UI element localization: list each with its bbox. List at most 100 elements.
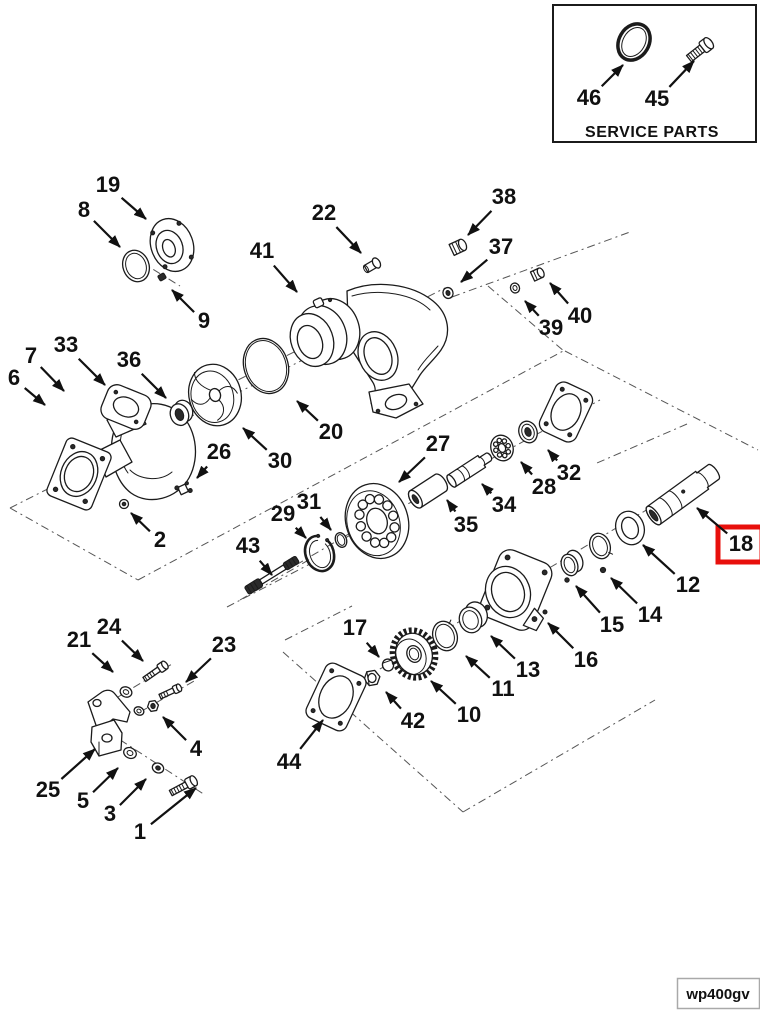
leader-arrow-36 bbox=[140, 372, 167, 399]
part-shaft-18 bbox=[645, 463, 721, 526]
part-label-10: 10 bbox=[457, 702, 481, 727]
part-label-13: 13 bbox=[516, 657, 540, 682]
part-callout-2: 2 bbox=[130, 512, 166, 552]
part-callout-4: 4 bbox=[162, 716, 203, 761]
leader-arrow-2 bbox=[130, 512, 151, 533]
leader-arrow-19 bbox=[120, 196, 147, 220]
leader-arrow-16 bbox=[547, 622, 575, 650]
leader-arrow-15 bbox=[575, 585, 601, 614]
part-label-16: 16 bbox=[574, 647, 598, 672]
leader-arrow-23 bbox=[185, 657, 212, 683]
leader-arrow-1 bbox=[150, 787, 197, 826]
part-callout-24: 24 bbox=[97, 614, 144, 662]
part-oring-20 bbox=[242, 337, 290, 395]
part-label-15: 15 bbox=[600, 612, 624, 637]
part-label-46: 46 bbox=[577, 85, 601, 110]
part-gasket-mid bbox=[538, 381, 594, 443]
part-callout-3: 3 bbox=[104, 778, 147, 826]
part-callout-37: 37 bbox=[460, 234, 513, 283]
leader-arrow-38 bbox=[467, 210, 493, 236]
part-label-21: 21 bbox=[67, 627, 91, 652]
part-plug-9 bbox=[157, 272, 167, 282]
part-callout-9: 9 bbox=[171, 289, 210, 333]
part-callout-14: 14 bbox=[610, 577, 663, 627]
part-label-7: 7 bbox=[25, 343, 37, 368]
part-nut-42 bbox=[363, 669, 381, 687]
part-callout-45: 45 bbox=[645, 60, 695, 111]
leader-arrow-33 bbox=[77, 357, 106, 386]
leader-arrow-25 bbox=[60, 748, 96, 780]
part-callout-25: 25 bbox=[36, 748, 96, 802]
part-fitting-22 bbox=[362, 257, 382, 274]
part-label-33: 33 bbox=[54, 332, 78, 357]
part-callout-34: 34 bbox=[481, 483, 517, 517]
part-label-41: 41 bbox=[250, 238, 274, 263]
part-label-11: 11 bbox=[491, 676, 514, 701]
part-label-24: 24 bbox=[97, 614, 122, 639]
leader-arrow-20 bbox=[296, 400, 319, 422]
part-callout-12: 12 bbox=[642, 544, 700, 597]
leader-arrow-37 bbox=[460, 258, 488, 283]
part-oring-46 bbox=[616, 22, 652, 62]
leader-arrow-11 bbox=[465, 655, 491, 679]
service-parts-title: SERVICE PARTS bbox=[585, 124, 719, 141]
part-label-18: 18 bbox=[729, 531, 753, 556]
part-callout-33: 33 bbox=[54, 332, 106, 386]
part-label-22: 22 bbox=[312, 200, 336, 225]
part-label-6: 6 bbox=[8, 365, 20, 390]
part-bolt-24 bbox=[142, 660, 169, 683]
part-callout-43: 43 bbox=[236, 533, 273, 576]
part-label-19: 19 bbox=[96, 172, 120, 197]
leader-arrow-7 bbox=[39, 366, 65, 392]
part-ring-13 bbox=[458, 601, 488, 634]
part-nut-4 bbox=[133, 699, 160, 716]
service-parts-box: SERVICE PARTS bbox=[552, 4, 757, 143]
leader-arrow-42 bbox=[385, 691, 402, 710]
part-callout-23: 23 bbox=[185, 632, 236, 683]
part-seal-36 bbox=[169, 399, 194, 427]
part-label-25: 25 bbox=[36, 777, 60, 802]
part-callout-8: 8 bbox=[78, 197, 121, 248]
parts-artwork bbox=[46, 217, 721, 797]
leader-arrow-17 bbox=[365, 641, 380, 658]
part-callout-35: 35 bbox=[446, 499, 478, 537]
part-callout-18: 18 bbox=[696, 507, 760, 565]
part-label-43: 43 bbox=[236, 533, 260, 558]
part-bracket-25 bbox=[87, 689, 131, 757]
part-label-34: 34 bbox=[492, 492, 517, 517]
part-gasket-44 bbox=[305, 662, 367, 732]
part-washer-39 bbox=[509, 282, 521, 294]
leader-arrow-18 bbox=[696, 507, 728, 535]
leader-arrow-4 bbox=[162, 716, 187, 741]
part-callout-5: 5 bbox=[77, 767, 119, 813]
leader-arrow-21 bbox=[91, 652, 114, 673]
part-ring-15 bbox=[560, 549, 584, 577]
part-label-27: 27 bbox=[426, 431, 450, 456]
part-plug-40 bbox=[529, 267, 545, 282]
highlight-box-part-18 bbox=[715, 524, 760, 565]
watermark-text: wp400gv bbox=[685, 986, 750, 1003]
part-plug-38 bbox=[448, 238, 468, 257]
part-label-20: 20 bbox=[319, 419, 343, 444]
part-label-8: 8 bbox=[78, 197, 90, 222]
part-callout-27: 27 bbox=[398, 431, 450, 483]
part-ring-notched bbox=[588, 532, 614, 560]
part-label-45: 45 bbox=[645, 86, 669, 111]
part-callout-7: 7 bbox=[25, 343, 65, 392]
part-label-36: 36 bbox=[117, 347, 141, 372]
leader-arrow-46 bbox=[600, 64, 624, 88]
part-label-4: 4 bbox=[190, 736, 203, 761]
part-plug-2 bbox=[118, 498, 130, 510]
part-pin-15 bbox=[564, 577, 570, 583]
part-snapring-29 bbox=[303, 533, 336, 573]
leader-arrow-6 bbox=[24, 387, 46, 406]
part-ring-31 bbox=[334, 532, 348, 548]
part-housing-body bbox=[46, 403, 197, 511]
part-volute-41 bbox=[289, 283, 449, 419]
part-label-29: 29 bbox=[271, 501, 295, 526]
part-callout-38: 38 bbox=[467, 184, 516, 236]
part-washer-12 bbox=[614, 510, 646, 546]
part-label-35: 35 bbox=[454, 512, 478, 537]
part-ring-37 bbox=[442, 286, 454, 300]
